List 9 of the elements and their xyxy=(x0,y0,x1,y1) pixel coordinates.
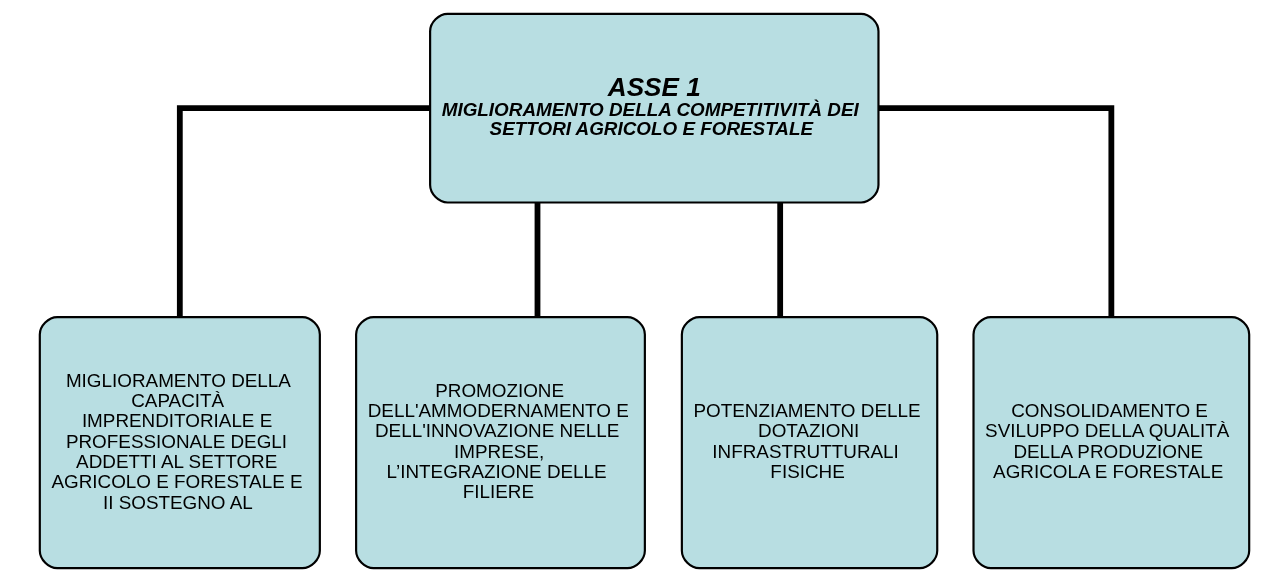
node-box: PROMOZIONE DELL'AMMODERNAMENTO E DELL'INNOVAZIONE NELLE IMPRESE, L’INTEGRAZIONE DELLE FILIERE xyxy=(354,316,646,570)
node-box: MIGLIORAMENTO DELLA CAPACITÀ IMPRENDITORIALE E PROFESSIONALE DEGLI ADDETTI AL SETTORE AGRICOLO E FORESTALE E II SOSTEGNO AL xyxy=(38,316,321,570)
node-box: CONSOLIDAMENTO E SVILUPPO DELLA QUALITÀ DELLA PRODUZIONE AGRICOLA E FORESTALE xyxy=(971,316,1250,570)
node-box: ASSE 1 MIGLIORAMENTO DELLA COMPETITIVITÀ DEI SETTORI AGRICOLO E FORESTALE xyxy=(428,12,880,204)
connector xyxy=(534,202,540,317)
connector xyxy=(176,105,430,317)
connector xyxy=(776,202,783,317)
connector xyxy=(878,105,1114,317)
node-box: POTENZIAMENTO DELLE DOTAZIONI INFRASTRUTTURALI FISICHE xyxy=(680,316,938,570)
